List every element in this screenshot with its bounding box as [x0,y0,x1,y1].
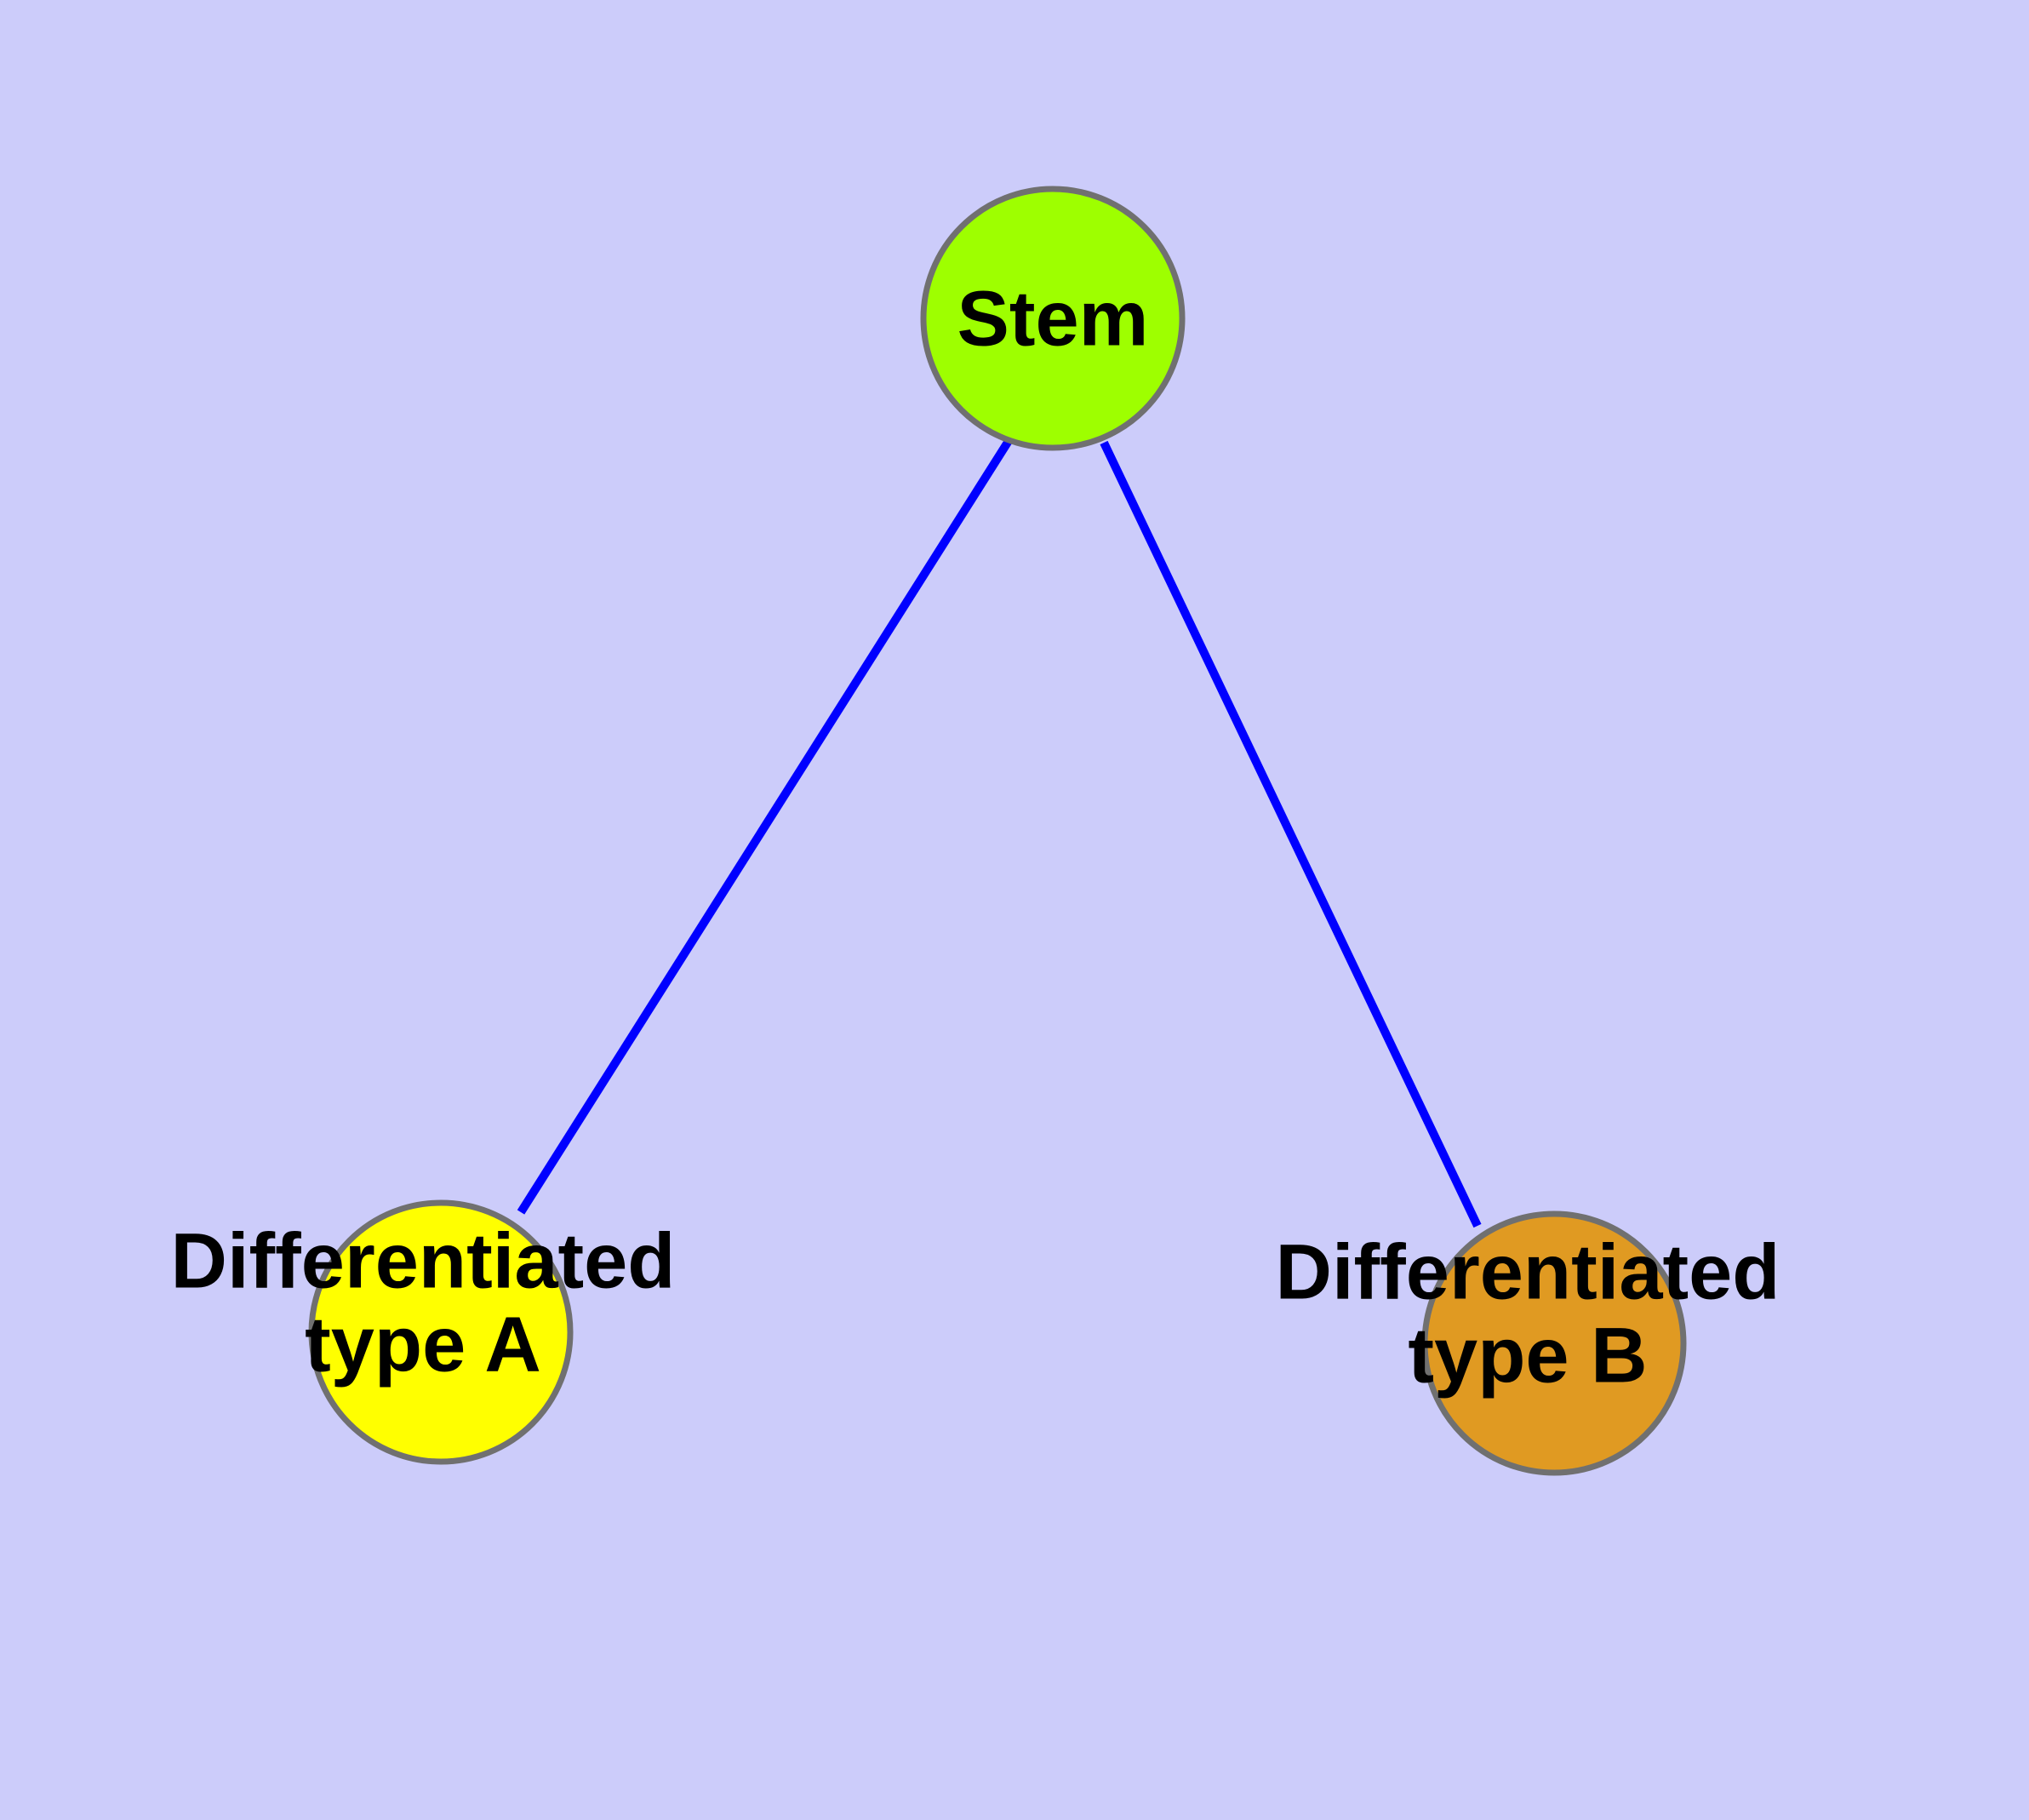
node-stem-label: Stem [957,276,1149,363]
node-label-line: Differentiated [171,1218,676,1305]
node-label-line: Stem [957,276,1149,363]
node-differentiated-b-circle[interactable] [1421,1210,1687,1476]
node-stem-circle[interactable] [920,186,1186,451]
edge-stem-to-differentiated-a[interactable] [517,438,1013,1215]
node-differentiated-a-circle[interactable] [308,1199,574,1465]
node-label-line: type A [305,1302,541,1388]
edges-layer [517,438,1482,1228]
node-label-line: type B [1408,1313,1647,1399]
nodes-layer [308,186,1687,1476]
edge-stem-to-differentiated-b[interactable] [1100,440,1482,1228]
node-label-line: Differentiated [1276,1229,1780,1316]
